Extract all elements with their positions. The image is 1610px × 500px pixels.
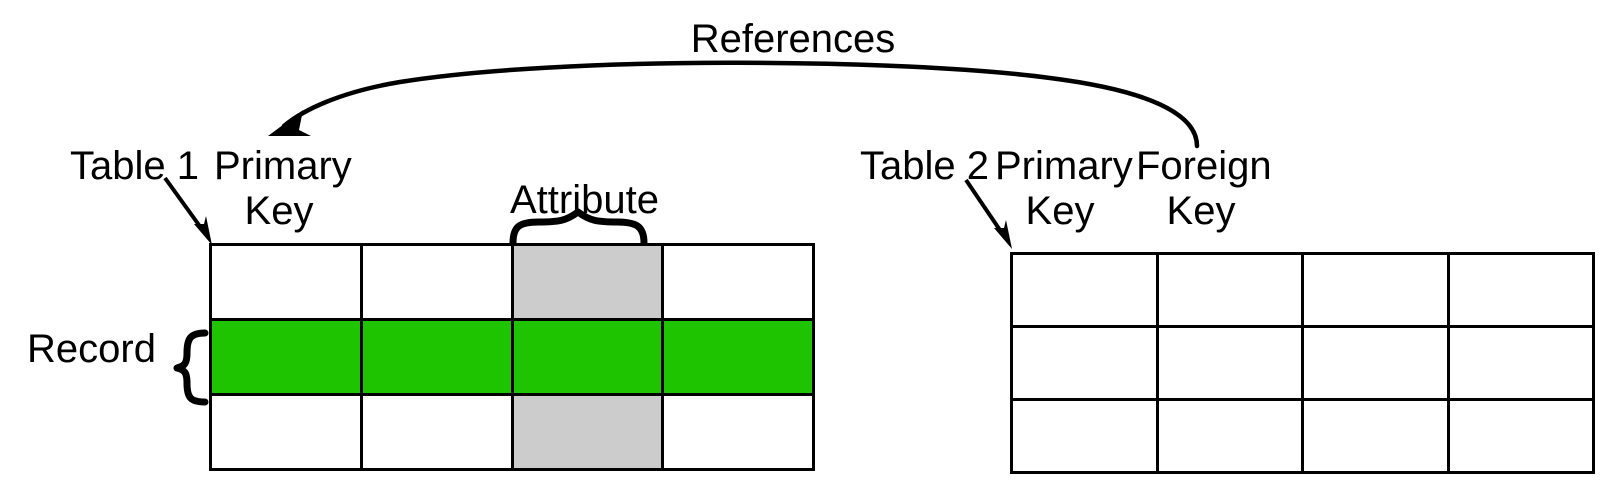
- table2-primary-key-line2: Key: [1025, 189, 1095, 233]
- table-cell: [209, 393, 363, 471]
- table-cell: [1155, 398, 1304, 474]
- attribute-brace: [509, 208, 648, 247]
- table-cell: [510, 393, 665, 471]
- table-cell: [1155, 252, 1304, 328]
- table-cell: [1301, 325, 1450, 401]
- table-cell: [1010, 325, 1159, 401]
- table2-name-label: Table 2: [860, 144, 989, 188]
- table-cell: [510, 318, 665, 396]
- table-cell: [1446, 398, 1595, 474]
- table-1-body: [209, 243, 815, 471]
- table2-foreign-key-line1: Foreign: [1136, 144, 1272, 188]
- table-cell: [359, 243, 514, 321]
- table-cell: [209, 243, 363, 321]
- references-arrow: [268, 60, 1200, 149]
- table2-foreign-key-line2: Key: [1166, 189, 1236, 233]
- table-row: [209, 318, 815, 396]
- table-row: [209, 393, 815, 471]
- table-row: [209, 243, 815, 321]
- table-cell: [1010, 252, 1159, 328]
- references-label: References: [690, 17, 896, 61]
- table-2-body: [1010, 252, 1595, 474]
- table-cell: [359, 393, 514, 471]
- table-cell: [1155, 325, 1304, 401]
- table1-primary-key-line1: Primary: [214, 144, 352, 188]
- table-cell: [510, 243, 665, 321]
- table2-pointer-arrow: [964, 178, 1012, 249]
- table-cell: [1446, 325, 1595, 401]
- table-cell: [1301, 252, 1450, 328]
- record-brace: [173, 329, 209, 406]
- record-label: Record: [27, 327, 156, 371]
- attribute-label: Attribute: [510, 178, 659, 222]
- table-cell: [1301, 398, 1450, 474]
- table-cell: [661, 318, 815, 396]
- table2-primary-key-line1: Primary: [995, 144, 1133, 188]
- table-row: [1010, 252, 1595, 328]
- table-row: [1010, 398, 1595, 474]
- table-row: [1010, 325, 1595, 401]
- table-cell: [661, 393, 815, 471]
- table-cell: [1446, 252, 1595, 328]
- table-cell: [209, 318, 363, 396]
- table-2-grid: [1010, 252, 1595, 474]
- table1-name-label: Table 1: [70, 144, 199, 188]
- table-cell: [661, 243, 815, 321]
- table-1-grid: [209, 243, 815, 471]
- table-cell: [359, 318, 514, 396]
- table1-primary-key-line2: Key: [244, 189, 314, 233]
- table1-pointer-arrow: [163, 176, 212, 245]
- table-cell: [1010, 398, 1159, 474]
